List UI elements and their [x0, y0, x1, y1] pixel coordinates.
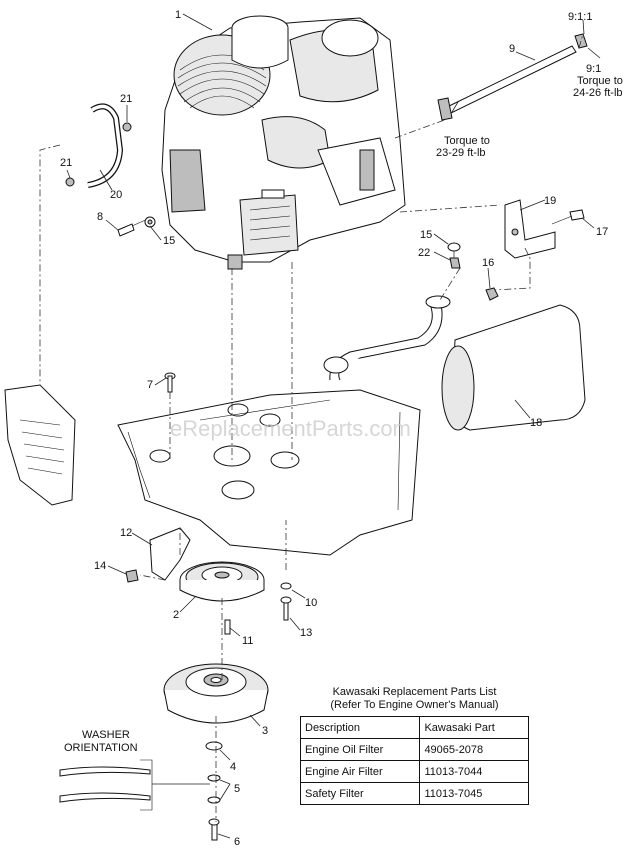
frame-deck — [117, 389, 421, 556]
washer-4 — [205, 741, 223, 751]
watermark: eReplacementParts.com — [170, 416, 411, 441]
muffler — [323, 295, 586, 431]
bolt-17 — [551, 209, 585, 225]
row-part-number: 11013-7044 — [419, 760, 529, 783]
callout-13: 13 — [300, 627, 312, 639]
header-kawasaki-part: Kawasaki Part — [419, 716, 529, 739]
callout-9: 9 — [509, 43, 515, 55]
callout-4: 4 — [230, 761, 236, 773]
ratio-label-911: 9:1:1 — [568, 11, 592, 23]
washer-orientation-title-line2: ORIENTATION — [64, 742, 138, 754]
bolt-6 — [208, 818, 220, 841]
callout-21-bottom: 21 — [60, 157, 72, 169]
side-panel — [4, 384, 76, 506]
table-row: Safety Filter 11013-7045 — [299, 782, 529, 805]
callout-17: 17 — [596, 226, 608, 238]
torque-notes: 9:1:1 9:1 Torque to 24-26 ft-lb Torque t… — [64, 11, 623, 754]
leader-lines — [66, 13, 601, 839]
bolt-14 — [125, 569, 139, 583]
callout-12: 12 — [120, 527, 132, 539]
torque-note-b-line2: 23-29 ft-lb — [436, 147, 486, 159]
row-description: Engine Oil Filter — [299, 738, 421, 761]
callout-5: 5 — [234, 783, 240, 795]
callout-6: 6 — [234, 836, 240, 848]
pulley-2 — [179, 561, 265, 602]
callout-15-left: 15 — [163, 235, 175, 247]
callout-1: 1 — [175, 9, 181, 21]
callout-16: 16 — [482, 257, 494, 269]
callout-11: 11 — [242, 635, 253, 647]
washer-5 — [207, 774, 221, 804]
parts-table-grid: Description Kawasaki Part Engine Oil Fil… — [299, 716, 529, 805]
row-description: Engine Air Filter — [299, 760, 421, 783]
fuel-hose — [65, 103, 132, 188]
washer-orientation-sketch — [59, 759, 210, 811]
callout-18: 18 — [530, 417, 542, 429]
callout-numbers: 1 2 3 4 5 6 7 8 9 10 11 12 13 14 15 15 1… — [60, 9, 608, 848]
callout-7: 7 — [147, 379, 153, 391]
torque-note-a-line1: Torque to — [577, 75, 623, 87]
parts-table-header-row: Description Kawasaki Part — [299, 716, 529, 739]
table-row: Engine Air Filter 11013-7044 — [299, 760, 529, 783]
washer-orientation-title-line1: WASHER — [82, 729, 130, 741]
callout-2: 2 — [173, 609, 179, 621]
table-row: Engine Oil Filter 49065-2078 — [299, 738, 529, 761]
callout-21-top: 21 — [120, 93, 132, 105]
callout-10: 10 — [305, 597, 317, 609]
parts-table-title-line1: Kawasaki Replacement Parts List — [332, 686, 497, 698]
pin-7 — [164, 372, 176, 393]
row-description: Safety Filter — [299, 782, 421, 805]
muffler-bracket-19 — [504, 199, 556, 259]
engine-assembly — [161, 15, 406, 270]
clutch-3 — [163, 663, 269, 724]
row-part-number: 49065-2078 — [419, 738, 529, 761]
torque-note-a-line2: 24-26 ft-lb — [573, 87, 623, 99]
nut-16 — [485, 287, 499, 301]
key-11 — [224, 619, 231, 635]
row-part-number: 11013-7045 — [419, 782, 529, 805]
callout-20: 20 — [110, 189, 122, 201]
kawasaki-parts-table: Kawasaki Replacement Parts List (Refer T… — [299, 686, 529, 805]
exhaust-pipe-9 — [437, 33, 588, 121]
callout-19: 19 — [544, 195, 556, 207]
callout-14: 14 — [94, 560, 106, 572]
washer-10-bolt-13 — [280, 582, 292, 621]
callout-15-right: 15 — [420, 229, 432, 241]
callout-3: 3 — [262, 725, 268, 737]
callout-8: 8 — [97, 211, 103, 223]
parts-table-title-line2: (Refer To Engine Owner's Manual) — [330, 699, 499, 711]
assembly-lines — [39, 33, 584, 822]
bolt-8 — [117, 216, 156, 237]
torque-note-b-line1: Torque to — [444, 135, 490, 147]
header-description: Description — [299, 716, 421, 739]
ratio-label-91: 9:1 — [586, 63, 601, 75]
callout-22: 22 — [418, 247, 430, 259]
